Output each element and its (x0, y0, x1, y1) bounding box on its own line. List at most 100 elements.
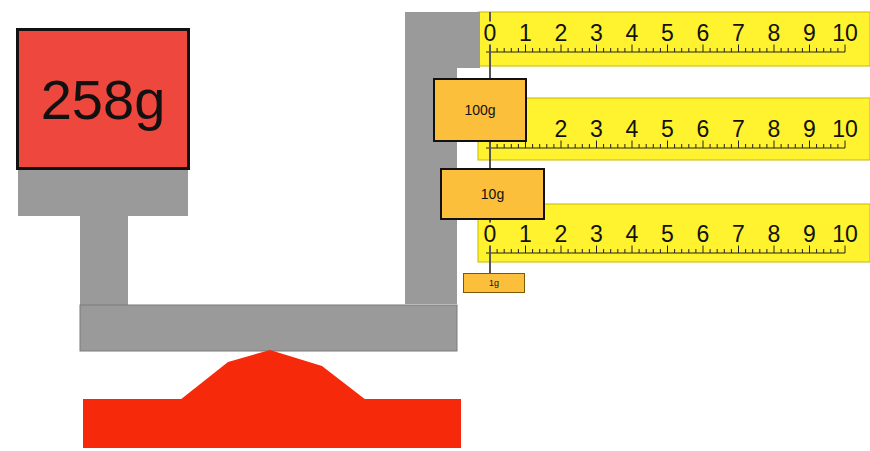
scale-tick (610, 144, 611, 148)
scale-tick (795, 144, 796, 148)
scale-tick (561, 44, 562, 52)
scale-tick (788, 144, 789, 148)
scale-tick (532, 249, 533, 253)
scale-post (455, 12, 480, 68)
scale-tick (617, 48, 618, 52)
scale-number: 10 (831, 22, 859, 45)
rider-weight: 10g (440, 168, 545, 220)
scale-tick (561, 140, 562, 148)
scale-tick (845, 140, 846, 148)
scale-tick (788, 249, 789, 253)
weight-label: 10g (481, 186, 504, 202)
scale-tick (553, 144, 554, 148)
scale-tick (603, 249, 604, 253)
scale-number: 1 (518, 22, 533, 45)
scale-number: 4 (625, 223, 640, 246)
scale-number: 4 (625, 118, 640, 141)
scale-tick (795, 249, 796, 253)
scale-tick (837, 48, 838, 52)
scale-number: 2 (554, 223, 569, 246)
scale-tick (660, 144, 661, 148)
scale-tick (681, 249, 682, 253)
scale-tick (710, 249, 711, 253)
scale-tick (703, 245, 704, 253)
scale-tick (724, 249, 725, 253)
scale-tick (695, 249, 696, 253)
scale-tick (745, 48, 746, 52)
scale-tick (589, 144, 590, 148)
scale-number: 2 (554, 118, 569, 141)
scale-tick (632, 245, 633, 253)
scale-tick (830, 249, 831, 253)
scale-tick (674, 48, 675, 52)
scale-number: 9 (802, 223, 817, 246)
scale-tick (539, 48, 540, 52)
scale-tick (497, 144, 498, 148)
scale-tick (752, 249, 753, 253)
scale-number: 5 (660, 223, 675, 246)
scale-tick (809, 44, 810, 52)
scale-tick (504, 249, 505, 253)
scale-tick (738, 245, 739, 253)
scale-tick (681, 144, 682, 148)
scale-tick (795, 48, 796, 52)
scale-tick (546, 48, 547, 52)
fulcrum (180, 350, 366, 400)
scale-tick (596, 44, 597, 52)
scale-tick (639, 249, 640, 253)
scale-tick (582, 48, 583, 52)
scale-tick (632, 44, 633, 52)
scale-tick (546, 249, 547, 253)
scale-tick (632, 140, 633, 148)
scale-number: 2 (554, 22, 569, 45)
scale-tick (717, 48, 718, 52)
scale-tick (830, 48, 831, 52)
scale-tick (518, 48, 519, 52)
scale-tick (624, 249, 625, 253)
scale-tick (703, 44, 704, 52)
scale-number: 4 (625, 22, 640, 45)
scale-tick (624, 48, 625, 52)
weighing-pan (18, 166, 188, 216)
sample-mass: 258g (16, 28, 190, 170)
scale-tick (738, 140, 739, 148)
scale-tick (731, 249, 732, 253)
weight-label: 258g (41, 67, 166, 132)
scale-tick (539, 144, 540, 148)
scale-tick (695, 144, 696, 148)
scale-tick (781, 144, 782, 148)
scale-tick (546, 144, 547, 148)
scale-tick (724, 144, 725, 148)
scale-tick (766, 144, 767, 148)
scale-tick (667, 245, 668, 253)
scale-tick (603, 48, 604, 52)
scale-tick (766, 48, 767, 52)
scale-number: 7 (731, 118, 746, 141)
scale-tick (816, 48, 817, 52)
scale-tick (774, 44, 775, 52)
scale-tick (603, 144, 604, 148)
scale-number: 6 (696, 22, 711, 45)
scale-tick (774, 140, 775, 148)
scale-tick (575, 249, 576, 253)
weight-label: 100g (464, 102, 495, 118)
scale-ticks (486, 44, 845, 253)
beam-scale (478, 98, 870, 160)
rider-weight: 100g (433, 78, 527, 142)
pan-support (80, 214, 128, 307)
scale-tick (504, 144, 505, 148)
scale-tick (759, 48, 760, 52)
scale-number: 10 (831, 118, 859, 141)
scale-tick (511, 144, 512, 148)
scale-tick (561, 245, 562, 253)
scale-tick (688, 144, 689, 148)
scale-tick (511, 249, 512, 253)
scale-number: 9 (802, 22, 817, 45)
scale-tick (830, 144, 831, 148)
scale-tick (589, 249, 590, 253)
scale-tick (781, 249, 782, 253)
scale-post (405, 12, 457, 304)
scale-tick (553, 48, 554, 52)
scale-tick (596, 245, 597, 253)
scale-tick (823, 144, 824, 148)
